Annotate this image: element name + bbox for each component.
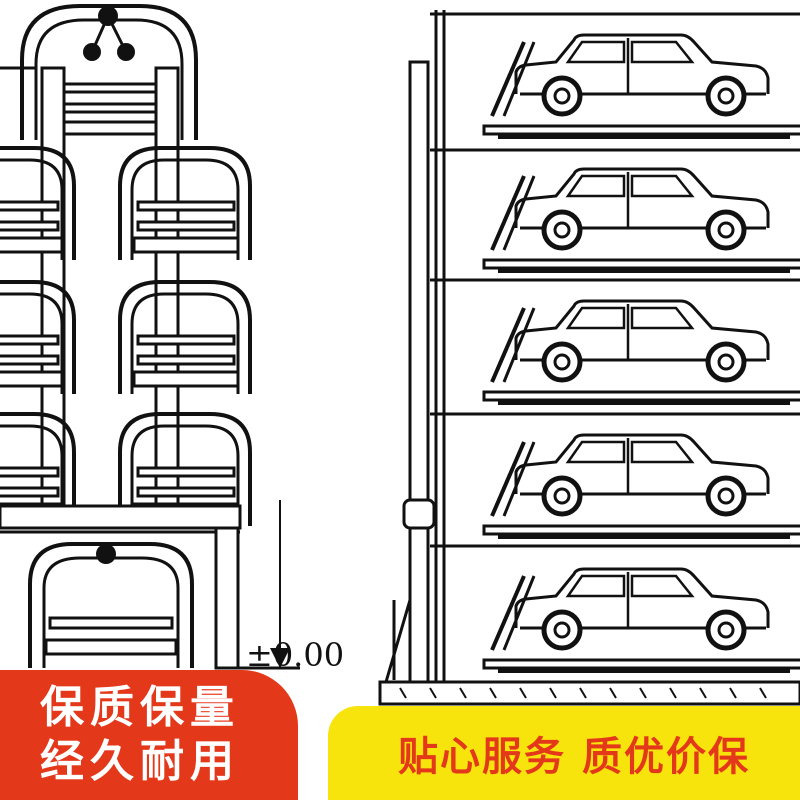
service-tagline: 贴心服务 质优价保: [398, 734, 750, 780]
quality-badge-line2: 经久耐用: [40, 736, 240, 787]
elevation-label: ±0.00: [246, 636, 345, 674]
rotary-tower: [0, 3, 300, 670]
quality-badge: 保质保量 经久耐用: [0, 670, 298, 800]
multi-level-stacker: [378, 10, 800, 706]
quality-badge-line1: 保质保量: [40, 682, 240, 733]
service-banner: 贴心服务 质优价保: [328, 706, 800, 800]
